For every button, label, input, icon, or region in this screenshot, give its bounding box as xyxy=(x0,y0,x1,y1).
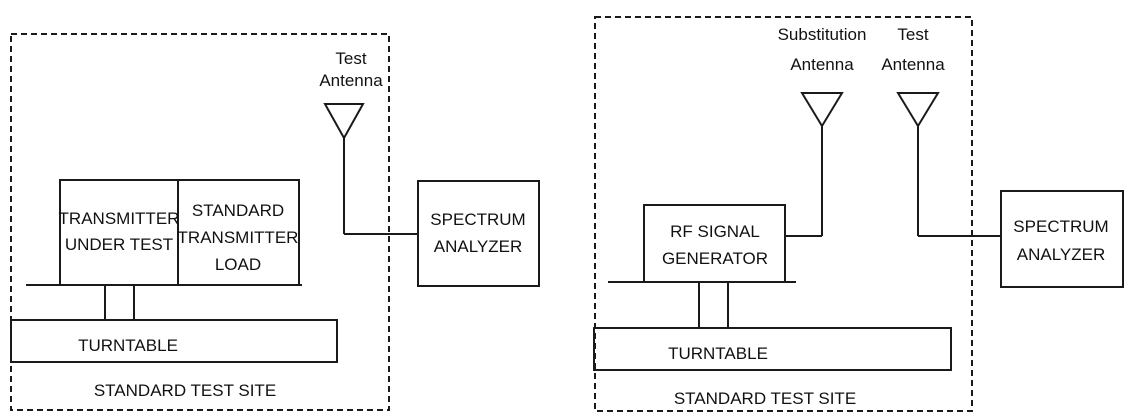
left-transmitter-box xyxy=(59,179,179,286)
left-analyzer-box xyxy=(417,180,540,287)
load-label-line3: LOAD xyxy=(215,255,261,274)
generator-label-line1: RF SIGNAL xyxy=(670,222,760,241)
substitution-antenna-label-line2: Antenna xyxy=(790,55,854,74)
load-label-line2: TRANSMITTER xyxy=(178,228,299,247)
left-analyzer-label-line2: ANALYZER xyxy=(434,237,523,256)
left-turntable-label: TURNTABLE xyxy=(78,336,178,355)
load-label-line1: STANDARD xyxy=(192,201,284,220)
right-test-antenna-label-line2: Antenna xyxy=(881,55,945,74)
right-turntable-label: TURNTABLE xyxy=(668,344,768,363)
substitution-antenna-label-line1: Substitution xyxy=(778,25,867,44)
right-analyzer-label-line2: ANALYZER xyxy=(1017,245,1106,264)
generator-label-line2: GENERATOR xyxy=(662,249,768,268)
substitution-antenna-icon xyxy=(800,92,844,128)
left-turntable-box xyxy=(10,319,338,363)
transmitter-label-line1: TRANSMITTER xyxy=(59,209,180,228)
left-test-site-boundary xyxy=(10,33,390,411)
right-turntable-box xyxy=(593,327,952,371)
right-site-label: STANDARD TEST SITE xyxy=(674,389,856,408)
transmitter-label-line2: UNDER TEST xyxy=(65,235,173,254)
left-analyzer-label-line1: SPECTRUM xyxy=(430,210,525,229)
right-analyzer-box xyxy=(1000,190,1124,288)
left-test-antenna-icon xyxy=(323,103,365,141)
left-test-antenna-label-line2: Antenna xyxy=(319,71,383,90)
right-analyzer-label-line1: SPECTRUM xyxy=(1013,217,1108,236)
right-test-antenna-icon xyxy=(896,92,940,128)
left-test-antenna-label-line1: Test xyxy=(335,49,366,68)
left-site-label: STANDARD TEST SITE xyxy=(94,381,276,400)
generator-box xyxy=(643,204,786,283)
right-test-site-boundary xyxy=(594,16,973,412)
right-test-antenna-label-line1: Test xyxy=(897,25,928,44)
